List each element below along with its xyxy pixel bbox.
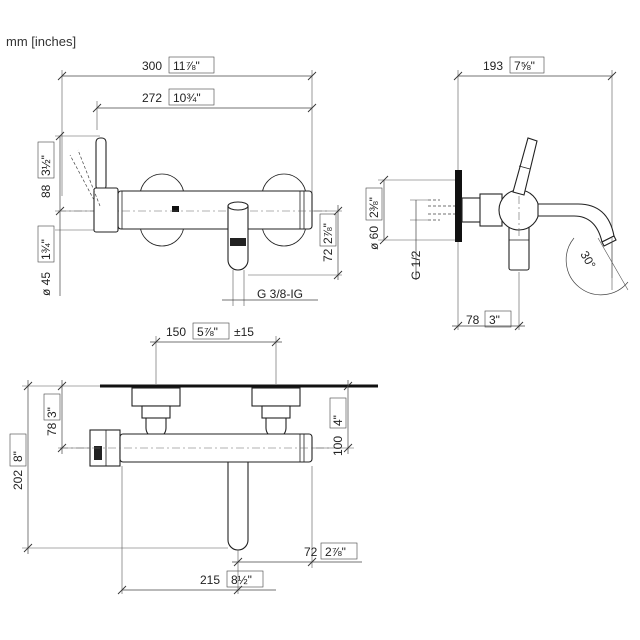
inlets-top [131, 387, 301, 439]
dim-wall-to-axis: 78 3" [43, 393, 61, 436]
dim-centers-mm: 150 [166, 325, 186, 339]
dim-spout-angle-label: 30° [577, 249, 598, 272]
dim-inlet-thread: G 1/2 [409, 250, 423, 280]
dim-overall-width-mm: 300 [142, 59, 162, 73]
lever-handle-front [69, 137, 119, 233]
dim-outlet-drop: 72 2⅞" [319, 213, 337, 262]
mixer-body-side [461, 180, 540, 271]
dim-overall-width: 300 11⅞" [57, 56, 317, 81]
dim-outlet-offset-mm: 72 [304, 545, 318, 559]
dim-lever-height: 88 3½" [37, 141, 55, 198]
dim-total-depth-mm: 202 [11, 470, 25, 490]
dim-depth: 193 7⅝" [453, 56, 617, 81]
dim-projection: 78 3" [452, 310, 525, 331]
dim-centers-tolerance: ±15 [234, 325, 254, 339]
dim-spout-to-end: 272 10¾" [92, 88, 317, 113]
dim-outlet-position: 215 8½" [117, 570, 276, 595]
dim-wall-to-axis-mm: 78 [45, 422, 59, 436]
dim-total-depth: 202 8" [9, 433, 27, 490]
dim-axis-to-front: 100 4" [329, 397, 347, 456]
dim-rosette-inch: 2⅜" [367, 197, 381, 218]
dim-overall-width-inch: 11⅞" [173, 59, 200, 73]
wall-rosette [455, 170, 462, 242]
dim-spout-to-end-mm: 272 [142, 91, 162, 105]
dim-projection-mm: 78 [466, 313, 480, 327]
lever-handle-side [512, 137, 538, 196]
dim-wall-to-axis-inch: 3" [45, 407, 59, 418]
dim-diameter: ø 45 1¾" [37, 225, 55, 296]
outlet-top [227, 461, 249, 551]
dim-total-depth-inch: 8" [11, 451, 25, 462]
dim-outlet-offset-inch: 2⅞" [325, 545, 346, 559]
dim-outlet-position-inch: 8½" [231, 573, 252, 587]
front-view: 300 11⅞" 272 10¾" 88 3½" ø 45 1¾" [37, 56, 343, 306]
dim-diameter-inch: 1¾" [39, 239, 53, 260]
dim-spout-to-end-inch: 10¾" [173, 91, 201, 105]
dim-outlet-drop-mm: 72 [321, 248, 335, 262]
dim-diameter-mm: ø 45 [39, 272, 53, 296]
mixer-body-front [58, 173, 330, 247]
dim-axis-to-front-mm: 100 [331, 436, 345, 456]
dim-depth-inch: 7⅝" [514, 59, 535, 73]
dim-rosette: ø 60 2⅜" [365, 187, 383, 250]
mixer-body-top [60, 429, 330, 467]
dim-outlet-position-mm: 215 [200, 573, 220, 587]
dim-outlet-offset: 72 2⅞" [232, 542, 362, 567]
spout-side [537, 203, 617, 247]
inlet-hidden [428, 199, 455, 221]
dim-lever-height-mm: 88 [39, 184, 53, 198]
units-label: mm [inches] [6, 34, 77, 49]
dim-outlet-thread: G 3/8-IG [257, 287, 303, 301]
dim-depth-mm: 193 [483, 59, 503, 73]
outlet-front [227, 201, 249, 271]
dim-centers: 150 5⅞" ±15 [150, 322, 282, 347]
dim-outlet-drop-inch: 2⅞" [321, 223, 335, 244]
dim-axis-to-front-inch: 4" [331, 415, 345, 426]
dim-lever-height-inch: 3½" [39, 155, 53, 176]
side-view: 193 7⅝" [365, 56, 629, 331]
dim-spout-angle: 30° [565, 237, 629, 296]
top-view: 150 5⅞" ±15 [9, 322, 378, 595]
dim-rosette-mm: ø 60 [367, 226, 381, 250]
dim-centers-inch: 5⅞" [197, 325, 218, 339]
dim-projection-inch: 3" [489, 313, 500, 327]
